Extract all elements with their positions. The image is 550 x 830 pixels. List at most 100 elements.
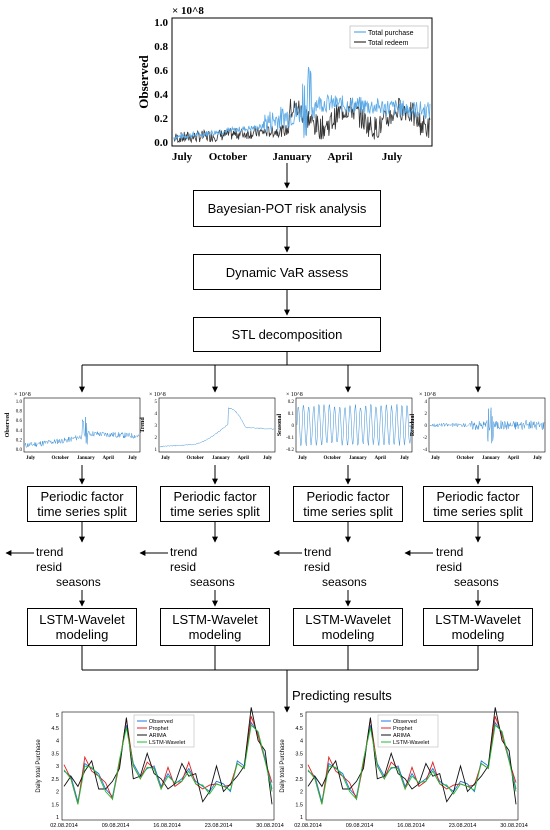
output-trend-3: trend (304, 545, 332, 559)
result-chart-y-tick: 2 (300, 790, 303, 796)
stl-chart-x-tick: July (26, 456, 36, 461)
stl-chart-x-tick: October (52, 456, 70, 461)
model-box-line2: modeling (321, 627, 375, 642)
stl-chart-frame (158, 397, 276, 453)
result-legend-prophet: Prophet (149, 726, 169, 732)
stl-chart-y-tick: 0.1 (288, 412, 295, 417)
result-chart-y-tick: 5 (300, 713, 303, 719)
result-chart-y-tick: 1.5 (51, 802, 59, 808)
result-chart-y-tick: 4 (56, 739, 59, 745)
result-chart-y-tick: 1.5 (295, 802, 303, 808)
result-chart-x-tick: 02.08.2014 (50, 823, 78, 829)
output-trend-4: trend (436, 545, 464, 559)
top-chart-legend: Total purchase Total redeem (349, 25, 429, 49)
stl-chart-y-tick: 0.6 (16, 419, 23, 424)
stl-chart-x-tick: April (103, 456, 115, 461)
result-chart-y-tick: 2.5 (295, 777, 303, 783)
top-chart-x-tick: October (209, 151, 248, 163)
result-chart-x-tick: 16.08.2014 (397, 823, 425, 829)
stl-chart-y-tick: -2 (423, 436, 428, 441)
stl-chart-y-tick: 0.0 (16, 448, 23, 453)
result-chart-y-label: Daily total Purchase (36, 739, 42, 793)
result-chart-y-tick: 2.5 (51, 777, 59, 783)
result-chart-x-tick: 09.08.2014 (102, 823, 130, 829)
stl-chart-y-tick: 0.8 (16, 410, 23, 415)
result-chart-y-tick: 5 (56, 713, 59, 719)
stl-chart-x-tick: January (77, 456, 95, 461)
model-box-line2: modeling (451, 627, 505, 642)
stl-chart-x-tick: July (263, 456, 273, 461)
top-chart-x-tick: April (327, 151, 352, 163)
stl-chart-y-tick: 3 (155, 424, 158, 429)
stl-decomposition-label: STL decomposition (231, 327, 343, 342)
stl-chart-y-tick: -4 (423, 448, 428, 453)
top-chart-y-tick: 0.4 (154, 89, 168, 101)
split-box-line1: Periodic factor (173, 489, 257, 504)
result-legend-lstm-wavelet: LSTM-Wavelet (393, 740, 430, 746)
stl-chart-y-label: Trend (140, 417, 146, 433)
result-legend-arima: ARIMA (149, 733, 167, 739)
stl-chart-y-tick: 2 (425, 412, 428, 417)
result-chart-y-tick: 4.5 (295, 726, 303, 732)
legend-total-purchase: Total purchase (368, 30, 414, 37)
output-seasons-1: seasons (56, 575, 101, 589)
stl-chart-y-tick: 4 (425, 400, 428, 405)
stl-chart-x-tick: April (508, 456, 520, 461)
result-chart-x-tick: 23.08.2014 (449, 823, 477, 829)
prediction-result-charts: Daily total Purchase54.543.532.521.5102.… (36, 707, 528, 829)
stl-chart-x-tick: April (238, 456, 250, 461)
stl-chart-series (296, 403, 412, 447)
output-trend-2: trend (170, 545, 198, 559)
model-box-line1: LSTM-Wavelet (39, 612, 125, 627)
result-legend-lstm-wavelet: LSTM-Wavelet (149, 740, 186, 746)
top-chart-y-tick: 0.2 (154, 113, 168, 125)
stl-chart-exponent: × 10^8 (286, 392, 303, 398)
result-chart-x-tick: 30.08.2014 (256, 823, 284, 829)
model-box-line2: modeling (188, 627, 242, 642)
model-box-line1: LSTM-Wavelet (305, 612, 391, 627)
model-box-line1: LSTM-Wavelet (172, 612, 258, 627)
connectors (5, 163, 481, 713)
result-chart-2: Daily total Purchase54.543.532.521.5102.… (280, 707, 528, 829)
stl-chart-x-tick: July (431, 456, 441, 461)
result-legend-prophet: Prophet (393, 726, 413, 732)
split-box-line1: Periodic factor (436, 489, 520, 504)
stl-chart-x-tick: July (128, 456, 138, 461)
result-series-arima (307, 707, 517, 805)
top-chart-purchase-series (173, 66, 431, 141)
stl-chart-y-tick: 5 (155, 400, 158, 405)
result-series-observed (307, 721, 517, 802)
top-chart-y-label: Observed (136, 55, 151, 109)
stl-chart-y-tick: -0.2 (286, 448, 294, 453)
result-chart-y-tick: 3.5 (295, 751, 303, 757)
output-resid-1: resid (36, 560, 63, 574)
stl-chart-x-tick: October (324, 456, 342, 461)
stl-chart-x-tick: July (533, 456, 543, 461)
top-chart-exponent: × 10^8 (172, 5, 204, 17)
stl-chart-x-tick: January (482, 456, 500, 461)
output-trend-1: trend (36, 545, 64, 559)
result-series-arima (63, 707, 273, 805)
split-box-line2: time series split (170, 504, 260, 519)
stl-chart-x-tick: October (187, 456, 205, 461)
split-box-line2: time series split (37, 504, 127, 519)
stl-chart-x-tick: July (161, 456, 171, 461)
result-chart-y-label: Daily total Purchase (280, 739, 286, 793)
stl-chart-exponent: × 10^8 (14, 392, 31, 398)
stl-chart-x-tick: July (400, 456, 410, 461)
model-box-line2: modeling (55, 627, 109, 642)
